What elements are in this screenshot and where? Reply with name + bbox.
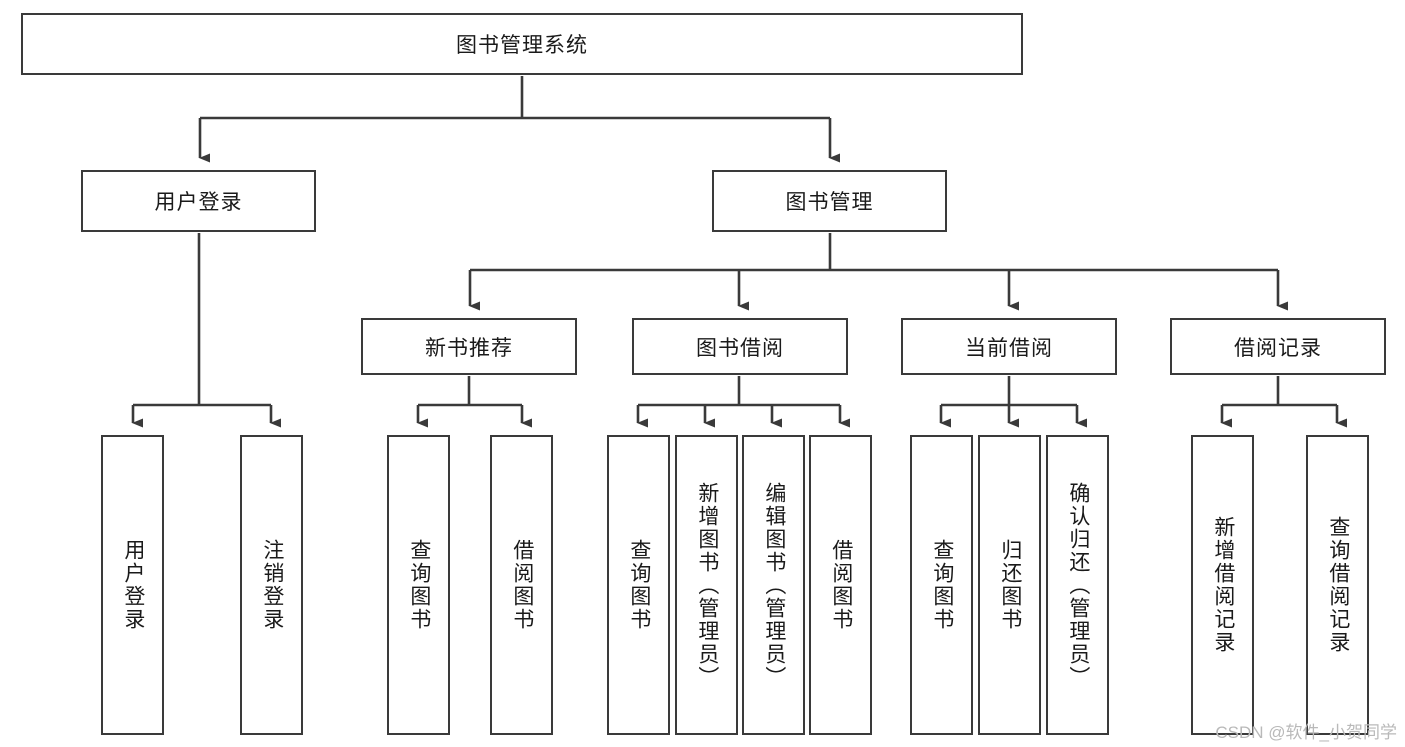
leaf-label: 确认归还（管理员）: [1066, 481, 1090, 689]
leaf-return-book[interactable]: 归还图书: [978, 435, 1041, 735]
leaf-label: 注销登录: [260, 539, 284, 631]
leaf-confirm-return[interactable]: 确认归还（管理员）: [1046, 435, 1109, 735]
leaf-label: 查询借阅记录: [1326, 516, 1350, 654]
leaf-borrow-book-1[interactable]: 借阅图书: [490, 435, 553, 735]
leaf-label: 查询图书: [627, 539, 651, 631]
leaf-label: 用户登录: [121, 539, 145, 631]
leaf-label: 查询图书: [930, 539, 954, 631]
leaf-label: 编辑图书（管理员）: [762, 481, 786, 689]
node-new-book-recommend[interactable]: 新书推荐: [361, 318, 577, 375]
leaf-query-book-2[interactable]: 查询图书: [607, 435, 670, 735]
node-book-manage[interactable]: 图书管理: [712, 170, 947, 232]
leaf-label: 新增图书（管理员）: [695, 481, 719, 689]
leaf-label: 查询图书: [407, 539, 431, 631]
leaf-label: 借阅图书: [829, 539, 853, 631]
leaf-add-book[interactable]: 新增图书（管理员）: [675, 435, 738, 735]
leaf-label: 归还图书: [998, 539, 1022, 631]
leaf-query-book-1[interactable]: 查询图书: [387, 435, 450, 735]
node-root[interactable]: 图书管理系统: [21, 13, 1023, 75]
node-book-borrow[interactable]: 图书借阅: [632, 318, 848, 375]
node-borrow-record[interactable]: 借阅记录: [1170, 318, 1386, 375]
leaf-edit-book[interactable]: 编辑图书（管理员）: [742, 435, 805, 735]
leaf-query-borrow-record[interactable]: 查询借阅记录: [1306, 435, 1369, 735]
leaf-label: 借阅图书: [510, 539, 534, 631]
leaf-query-book-3[interactable]: 查询图书: [910, 435, 973, 735]
leaf-logout[interactable]: 注销登录: [240, 435, 303, 735]
watermark: CSDN @软件_小贺同学: [1215, 723, 1397, 742]
leaf-add-borrow-record[interactable]: 新增借阅记录: [1191, 435, 1254, 735]
leaf-label: 新增借阅记录: [1211, 516, 1235, 654]
node-current-borrow[interactable]: 当前借阅: [901, 318, 1117, 375]
node-user-login[interactable]: 用户登录: [81, 170, 316, 232]
leaf-user-login[interactable]: 用户登录: [101, 435, 164, 735]
leaf-borrow-book-2[interactable]: 借阅图书: [809, 435, 872, 735]
